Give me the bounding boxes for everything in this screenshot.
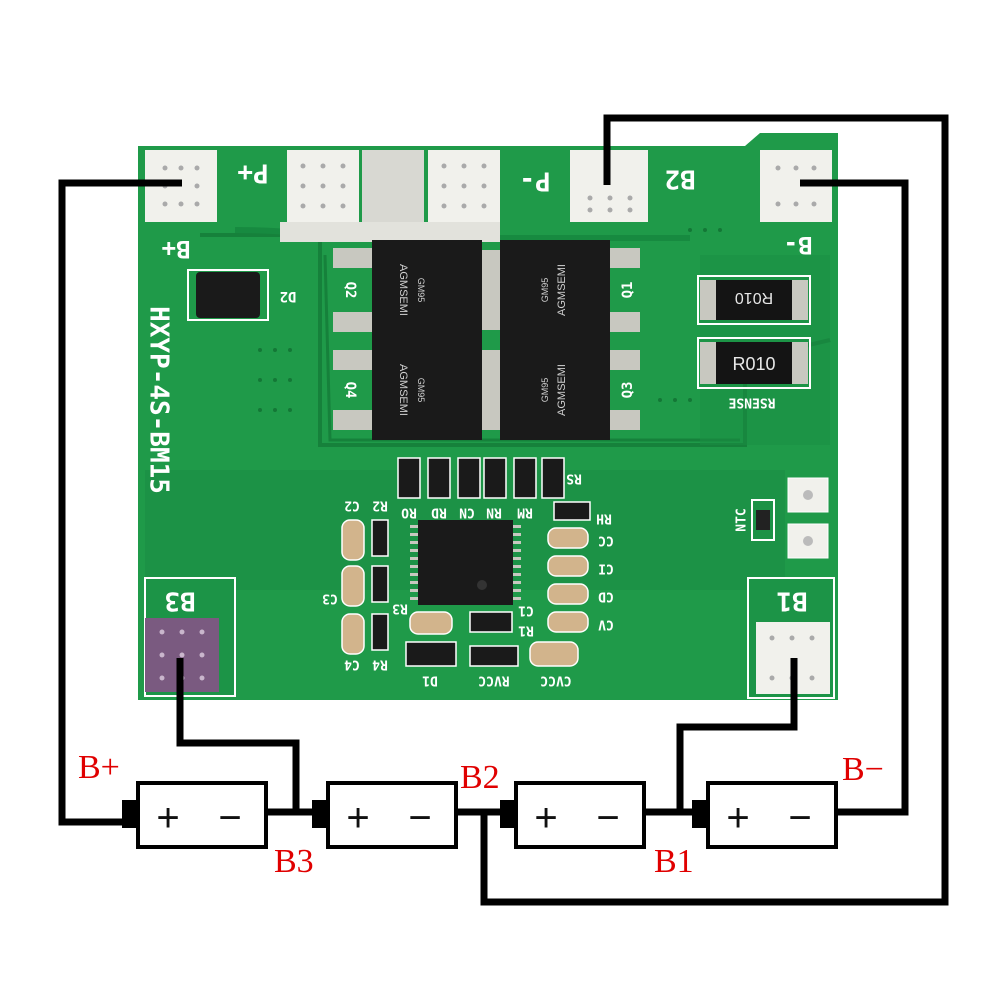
label-rm: RM [517, 505, 533, 520]
svg-text:−: − [596, 796, 619, 840]
pad-label-p-minus: P- [519, 166, 550, 196]
svg-text:AGMSEMI: AGMSEMI [397, 364, 409, 416]
svg-text:+: + [156, 796, 179, 840]
wire-b3 [176, 658, 300, 812]
svg-text:+: + [534, 796, 557, 840]
pad-p-minus [428, 150, 500, 222]
wiring-label-b-plus: B+ [78, 749, 120, 786]
silk-label-b-plus: B+ [162, 235, 191, 263]
wiring-label-b2: B2 [460, 759, 500, 796]
sense-resistor-1: R010 [697, 275, 811, 325]
svg-text:−: − [408, 796, 431, 840]
svg-text:GM95: GM95 [416, 378, 426, 403]
mosfet-q2-label: Q2 [342, 282, 358, 299]
pad-p-plus [287, 150, 359, 222]
rsense-label: RSENSE [729, 395, 776, 410]
label-cc: CC [598, 533, 614, 548]
wiring-label-b3: B3 [274, 843, 314, 880]
label-d1: D1 [422, 673, 438, 688]
wiring-label-b-minus: B− [842, 751, 884, 788]
label-cvcc: CVCC [540, 673, 571, 688]
battery-cell-1: + − [122, 781, 268, 849]
sense-resistor-2: R010 [697, 337, 811, 389]
label-rn: RN [486, 505, 502, 520]
svg-text:GM95: GM95 [416, 278, 426, 303]
model-label: HXYP-4S-BM15 [144, 306, 174, 494]
label-r1: R1 [518, 623, 534, 638]
wire-b1 [676, 658, 798, 812]
pad-b3 [144, 577, 236, 697]
mosfet-q4-label: Q4 [342, 382, 358, 399]
silk-label-b-minus: B- [784, 231, 813, 259]
label-ci: CI [598, 561, 614, 576]
svg-text:+: + [346, 796, 369, 840]
label-cv: CV [598, 617, 614, 632]
pad-bridge [362, 150, 424, 222]
protection-ic [410, 520, 521, 605]
svg-text:−: − [788, 796, 811, 840]
svg-text:GM95: GM95 [540, 378, 550, 403]
pad-label-p-plus: P+ [237, 158, 268, 188]
label-c2: C2 [344, 498, 360, 513]
smd-left-column [341, 519, 389, 655]
ntc-pads [751, 477, 829, 559]
label-c3: C3 [322, 591, 338, 606]
label-r3: R3 [392, 601, 408, 616]
battery-cell-2: + − [312, 781, 458, 849]
svg-text:+: + [726, 796, 749, 840]
wire-b2 [480, 114, 949, 906]
label-ro: RO [401, 505, 417, 520]
smd-top-row [397, 457, 565, 499]
wiring-label-b1: B1 [654, 843, 694, 880]
silk-label-b3: B3 [164, 586, 195, 616]
mosfet-q1-label: Q1 [620, 282, 636, 299]
smd-bottom-row [405, 611, 579, 667]
battery-cell-3: + − [500, 781, 646, 849]
mosfet-q3-label: Q3 [620, 382, 636, 399]
mosfet-q1: AGMSEMI GM95 [488, 240, 640, 340]
svg-text:AGMSEMI: AGMSEMI [556, 364, 568, 416]
label-rvcc: RVCC [478, 673, 509, 688]
label-rh: RH [596, 511, 612, 526]
label-rd: RD [431, 505, 447, 520]
battery-cell-4: + − [692, 781, 838, 849]
wire-b-minus [800, 179, 909, 816]
wiring [58, 114, 949, 906]
pad-bridge-bottom [280, 222, 500, 242]
smd-right-column [547, 501, 591, 633]
label-rs: RS [566, 471, 582, 486]
label-cd: CD [598, 589, 614, 604]
svg-text:AGMSEMI: AGMSEMI [397, 264, 409, 316]
diode-d2 [187, 269, 269, 321]
label-r2: R2 [372, 498, 388, 513]
svg-text:AGMSEMI: AGMSEMI [556, 264, 568, 316]
ntc-label: NTC [735, 508, 750, 531]
label-cn: CN [459, 505, 475, 520]
diode-d2-label: D2 [280, 288, 297, 304]
pad-label-b2: B2 [664, 164, 695, 194]
silk-label-b1: B1 [776, 586, 807, 616]
wire-b-plus [58, 179, 182, 826]
pad-b-minus [760, 150, 832, 222]
label-c1: C1 [518, 603, 534, 618]
svg-text:R010: R010 [735, 289, 773, 306]
svg-text:R010: R010 [732, 354, 775, 374]
svg-text:GM95: GM95 [540, 278, 550, 303]
svg-text:−: − [218, 796, 241, 840]
mosfet-q3: AGMSEMI GM95 [488, 340, 640, 440]
label-c4: C4 [344, 657, 360, 672]
label-r4: R4 [372, 657, 388, 672]
